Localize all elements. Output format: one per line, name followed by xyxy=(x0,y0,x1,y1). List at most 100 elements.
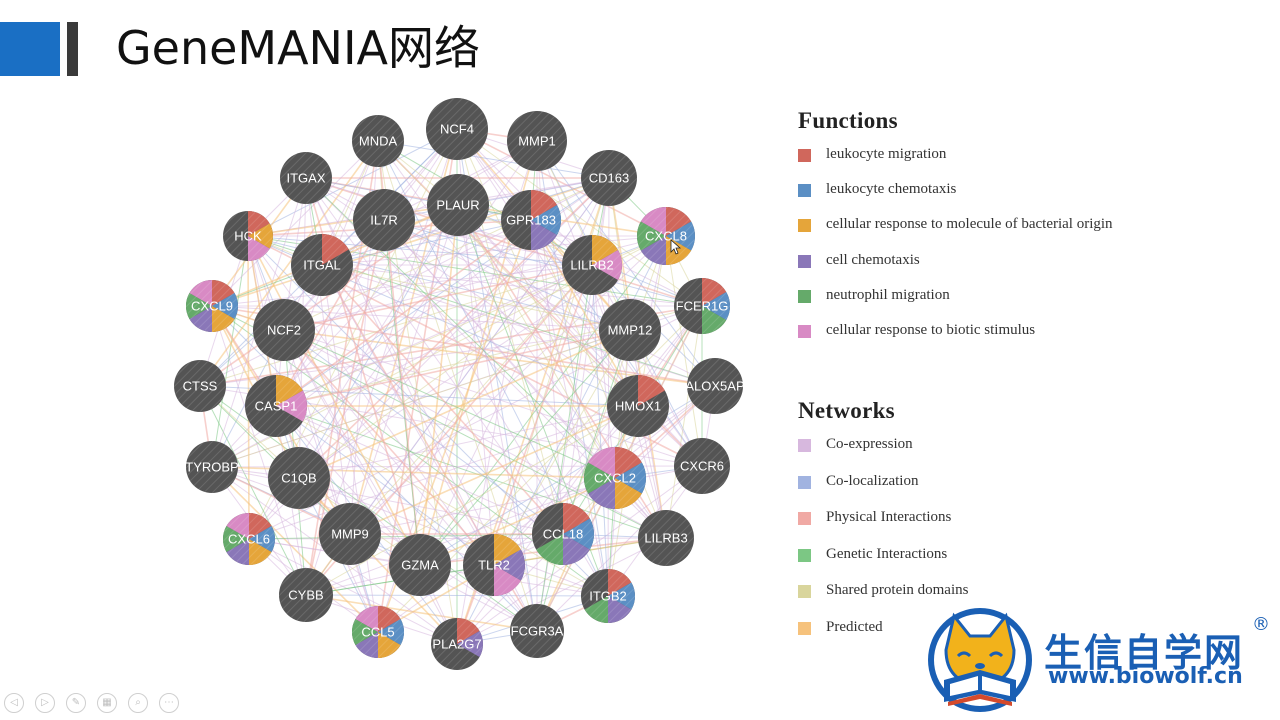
gene-node-mnda[interactable]: MNDA xyxy=(352,115,404,167)
gene-node-hck[interactable]: HCK xyxy=(223,211,273,261)
gene-node-casp1[interactable]: CASP1 xyxy=(245,375,308,437)
mouse-cursor-icon xyxy=(670,239,682,255)
network-edge xyxy=(456,128,667,237)
network-edge xyxy=(383,219,421,566)
gene-node-itgax[interactable]: ITGAX xyxy=(280,152,332,204)
logo-url: www.biowolf.cn xyxy=(1048,664,1243,689)
gene-node-plaur[interactable]: PLAUR xyxy=(427,174,489,236)
gene-node-lilrb3[interactable]: LILRB3 xyxy=(638,510,694,566)
slide-title: GeneMANIA网络 xyxy=(116,21,481,75)
network-edge xyxy=(298,140,538,479)
network-edge xyxy=(305,594,609,597)
gene-node-mmp9[interactable]: MMP9 xyxy=(319,503,381,565)
gene-node-label: TYROBP xyxy=(185,460,238,475)
gene-node-gpr183[interactable]: GPR183 xyxy=(501,190,561,250)
query-gene-hatch xyxy=(674,278,730,334)
gene-node-mmp12[interactable]: MMP12 xyxy=(599,299,661,361)
legend-label: cellular response to molecule of bacteri… xyxy=(826,216,1113,233)
legend-swatch xyxy=(798,512,811,526)
network-edge xyxy=(457,204,667,237)
gene-node-cd163[interactable]: CD163 xyxy=(581,150,637,206)
gene-node-itgal[interactable]: ITGAL xyxy=(291,234,353,296)
legend-swatch xyxy=(798,585,811,599)
network-edge xyxy=(457,204,616,479)
network-edge xyxy=(456,537,667,645)
network-edge xyxy=(211,264,593,307)
gene-node-lilrb2[interactable]: LILRB2 xyxy=(562,235,622,295)
gene-node-label: GPR183 xyxy=(506,213,556,228)
more-options-button[interactable]: ⋯ xyxy=(159,693,179,713)
zoom-button[interactable]: ⌕ xyxy=(128,693,148,713)
gene-node-cxcr6[interactable]: CXCR6 xyxy=(674,438,730,494)
query-gene-hatch xyxy=(223,513,275,565)
network-edge xyxy=(321,264,631,331)
network-edge xyxy=(305,219,385,596)
network-edge xyxy=(321,264,703,307)
network-edge xyxy=(456,128,703,307)
see-all-slides-button[interactable]: ▦ xyxy=(97,693,117,713)
network-edge xyxy=(275,219,385,407)
gene-node-cxcl2[interactable]: CXCL2 xyxy=(583,447,647,509)
gene-node-pla2g7[interactable]: PLA2G7 xyxy=(431,618,484,670)
gene-node-hmox1[interactable]: HMOX1 xyxy=(607,375,669,437)
next-slide-button[interactable]: ▷ xyxy=(35,693,55,713)
gene-node-tyrobp[interactable]: TYROBP xyxy=(185,441,239,493)
network-edge xyxy=(305,405,639,596)
gene-node-ctss[interactable]: CTSS xyxy=(174,360,226,412)
query-gene-hatch xyxy=(599,299,661,361)
gene-node-label: NCF4 xyxy=(440,122,474,137)
gene-node-itgb2[interactable]: ITGB2 xyxy=(581,569,635,623)
gene-node-label: CYBB xyxy=(288,588,323,603)
query-gene-hatch xyxy=(637,207,695,265)
network-edge xyxy=(275,264,593,407)
network-edge xyxy=(275,329,631,407)
network-edge xyxy=(383,219,631,331)
query-gene-hatch xyxy=(674,438,730,494)
gene-node-ccl5[interactable]: CCL5 xyxy=(351,606,405,658)
gene-node-gzma[interactable]: GZMA xyxy=(389,534,451,596)
gene-node-cxcl8[interactable]: CXCL8 xyxy=(637,207,695,265)
registered-mark: ® xyxy=(1252,614,1270,635)
gene-node-label: CD163 xyxy=(589,171,629,186)
network-edge xyxy=(321,264,564,535)
legend-swatch xyxy=(798,475,811,489)
gene-node-tlr2[interactable]: TLR2 xyxy=(463,534,526,596)
previous-slide-button[interactable]: ◁ xyxy=(4,693,24,713)
gene-node-alox5ap[interactable]: ALOX5AP xyxy=(685,358,745,414)
network-edge xyxy=(275,405,495,566)
gene-node-label: GZMA xyxy=(401,558,439,573)
query-gene-hatch xyxy=(638,510,694,566)
network-edge xyxy=(305,177,564,535)
gene-node-cxcl6[interactable]: CXCL6 xyxy=(222,513,276,565)
gene-node-ccl18[interactable]: CCL18 xyxy=(532,503,595,566)
query-gene-hatch xyxy=(687,358,743,414)
legend-label: Physical Interactions xyxy=(826,509,952,526)
network-edge xyxy=(349,405,639,535)
gene-node-ncf2[interactable]: NCF2 xyxy=(253,299,315,361)
gene-node-label: CXCL9 xyxy=(191,299,233,314)
network-edge xyxy=(298,329,631,479)
gene-node-cybb[interactable]: CYBB xyxy=(279,568,333,622)
pen-tool-button[interactable]: ✎ xyxy=(66,693,86,713)
gene-node-label: MNDA xyxy=(359,134,398,149)
gene-node-fcgr3a[interactable]: FCGR3A xyxy=(510,604,564,658)
network-edge xyxy=(211,466,379,633)
gene-node-label: CXCL2 xyxy=(594,471,636,486)
gene-node-c1qb[interactable]: C1QB xyxy=(268,447,330,509)
query-gene-hatch xyxy=(245,375,307,437)
more-icon: ⋯ xyxy=(164,697,174,708)
network-edge xyxy=(530,219,639,407)
gene-node-mmp1[interactable]: MMP1 xyxy=(507,111,567,171)
gene-node-cxcl9[interactable]: CXCL9 xyxy=(185,279,239,333)
gene-node-il7r[interactable]: IL7R xyxy=(353,189,415,251)
gene-node-ncf4[interactable]: NCF4 xyxy=(426,98,488,160)
gene-node-fcer1g[interactable]: FCER1G xyxy=(674,278,731,334)
gene-node-label: MMP1 xyxy=(518,134,556,149)
network-edge xyxy=(283,329,421,566)
query-gene-hatch xyxy=(353,189,415,251)
legend-label: cell chemotaxis xyxy=(826,251,920,268)
network-edge xyxy=(377,140,639,407)
network-edge xyxy=(665,235,703,467)
query-gene-hatch xyxy=(352,115,404,167)
